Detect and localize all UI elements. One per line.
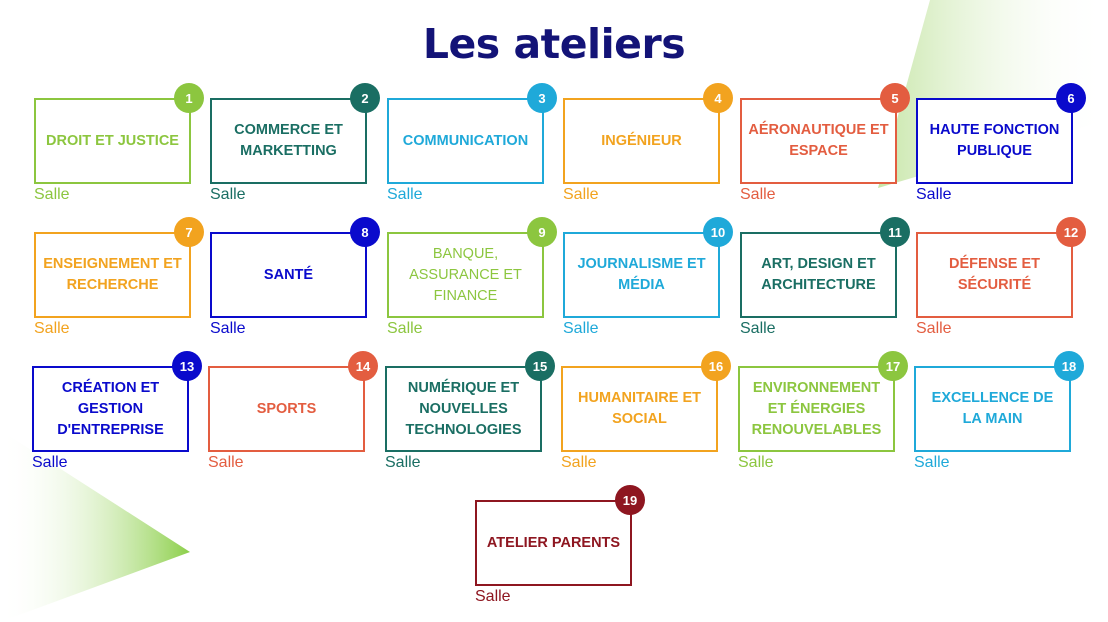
workshop-name: CRÉATION ET GESTION D'ENTREPRISE	[57, 379, 164, 438]
workshop-name: AÉRONAUTIQUE ET ESPACE	[748, 122, 889, 159]
workshop-number-badge: 9	[527, 217, 557, 247]
workshop-number-badge: 18	[1054, 351, 1084, 381]
workshop-box: ART, DESIGN ET ARCHITECTURE	[740, 232, 897, 318]
workshop-room-label: Salle	[385, 454, 421, 471]
workshop-room-label: Salle	[34, 186, 70, 203]
workshop-room-label: Salle	[210, 320, 246, 337]
workshop-number-badge: 6	[1056, 83, 1086, 113]
workshop-room-label: Salle	[387, 320, 423, 337]
workshop-room-label: Salle	[387, 186, 423, 203]
workshop-number-badge: 14	[348, 351, 378, 381]
workshop-box: EXCELLENCE DE LA MAIN	[914, 366, 1071, 452]
decor-triangle-bottom-left	[0, 430, 190, 622]
workshop-name: DÉFENSE ET SÉCURITÉ	[948, 256, 1041, 293]
workshop-number-badge: 1	[174, 83, 204, 113]
workshop-name: NUMÉRIQUE ET NOUVELLES TECHNOLOGIES	[405, 379, 522, 438]
workshop-room-label: Salle	[914, 454, 950, 471]
workshop-name: ENSEIGNEMENT ET RECHERCHE	[43, 256, 182, 293]
workshop-box: AÉRONAUTIQUE ET ESPACE	[740, 98, 897, 184]
workshop-number-badge: 7	[174, 217, 204, 247]
workshop-name: BANQUE, ASSURANCE ET FINANCE	[409, 245, 522, 304]
workshop-box: HAUTE FONCTION PUBLIQUE	[916, 98, 1073, 184]
workshop-room-label: Salle	[561, 454, 597, 471]
workshop-name: SANTÉ	[263, 266, 314, 283]
workshop-name: ART, DESIGN ET ARCHITECTURE	[761, 256, 876, 293]
workshop-name: HAUTE FONCTION PUBLIQUE	[929, 122, 1060, 159]
workshop-room-label: Salle	[34, 320, 70, 337]
workshop-room-label: Salle	[32, 454, 68, 471]
workshop-number-badge: 13	[172, 351, 202, 381]
workshop-room-label: Salle	[563, 320, 599, 337]
workshop-name: COMMERCE ET MARKETTING	[234, 122, 343, 159]
workshop-number-badge: 17	[878, 351, 908, 381]
workshop-name: COMMUNICATION	[402, 132, 529, 149]
workshop-room-label: Salle	[916, 186, 952, 203]
workshop-name: JOURNALISME ET MÉDIA	[577, 256, 706, 293]
workshop-number-badge: 2	[350, 83, 380, 113]
workshop-box: SPORTS	[208, 366, 365, 452]
workshop-box: BANQUE, ASSURANCE ET FINANCE	[387, 232, 544, 318]
workshop-number-badge: 5	[880, 83, 910, 113]
workshop-number-badge: 19	[615, 485, 645, 515]
workshop-number-badge: 8	[350, 217, 380, 247]
workshop-number-badge: 16	[701, 351, 731, 381]
workshop-room-label: Salle	[740, 186, 776, 203]
workshop-number-badge: 3	[527, 83, 557, 113]
workshop-number-badge: 12	[1056, 217, 1086, 247]
workshop-name: EXCELLENCE DE LA MAIN	[931, 390, 1054, 427]
workshop-room-label: Salle	[738, 454, 774, 471]
workshop-room-label: Salle	[563, 186, 599, 203]
page-title: Les ateliers	[422, 20, 686, 68]
workshop-number-badge: 4	[703, 83, 733, 113]
workshop-box: SANTÉ	[210, 232, 367, 318]
workshop-box: JOURNALISME ET MÉDIA	[563, 232, 720, 318]
workshop-name: SPORTS	[256, 400, 317, 417]
workshop-box: CRÉATION ET GESTION D'ENTREPRISE	[32, 366, 189, 452]
workshop-box: ENVIRONNEMENT ET ÉNERGIES RENOUVELABLES	[738, 366, 895, 452]
workshop-box: ENSEIGNEMENT ET RECHERCHE	[34, 232, 191, 318]
workshop-box: COMMUNICATION	[387, 98, 544, 184]
workshop-name: DROIT ET JUSTICE	[46, 132, 179, 149]
workshop-box: ATELIER PARENTS	[475, 500, 632, 586]
workshop-box: COMMERCE ET MARKETTING	[210, 98, 367, 184]
workshop-name: INGÉNIEUR	[601, 132, 682, 149]
workshop-box: DÉFENSE ET SÉCURITÉ	[916, 232, 1073, 318]
workshop-room-label: Salle	[475, 588, 511, 605]
workshop-room-label: Salle	[208, 454, 244, 471]
workshop-box: DROIT ET JUSTICE	[34, 98, 191, 184]
workshop-box: NUMÉRIQUE ET NOUVELLES TECHNOLOGIES	[385, 366, 542, 452]
workshop-box: INGÉNIEUR	[563, 98, 720, 184]
workshop-room-label: Salle	[916, 320, 952, 337]
workshop-number-badge: 11	[880, 217, 910, 247]
workshop-room-label: Salle	[740, 320, 776, 337]
workshop-box: HUMANITAIRE ET SOCIAL	[561, 366, 718, 452]
workshop-number-badge: 15	[525, 351, 555, 381]
workshop-number-badge: 10	[703, 217, 733, 247]
workshop-name: HUMANITAIRE ET SOCIAL	[578, 390, 701, 427]
workshop-room-label: Salle	[210, 186, 246, 203]
workshop-name: ATELIER PARENTS	[486, 534, 621, 551]
workshop-name: ENVIRONNEMENT ET ÉNERGIES RENOUVELABLES	[751, 379, 882, 438]
